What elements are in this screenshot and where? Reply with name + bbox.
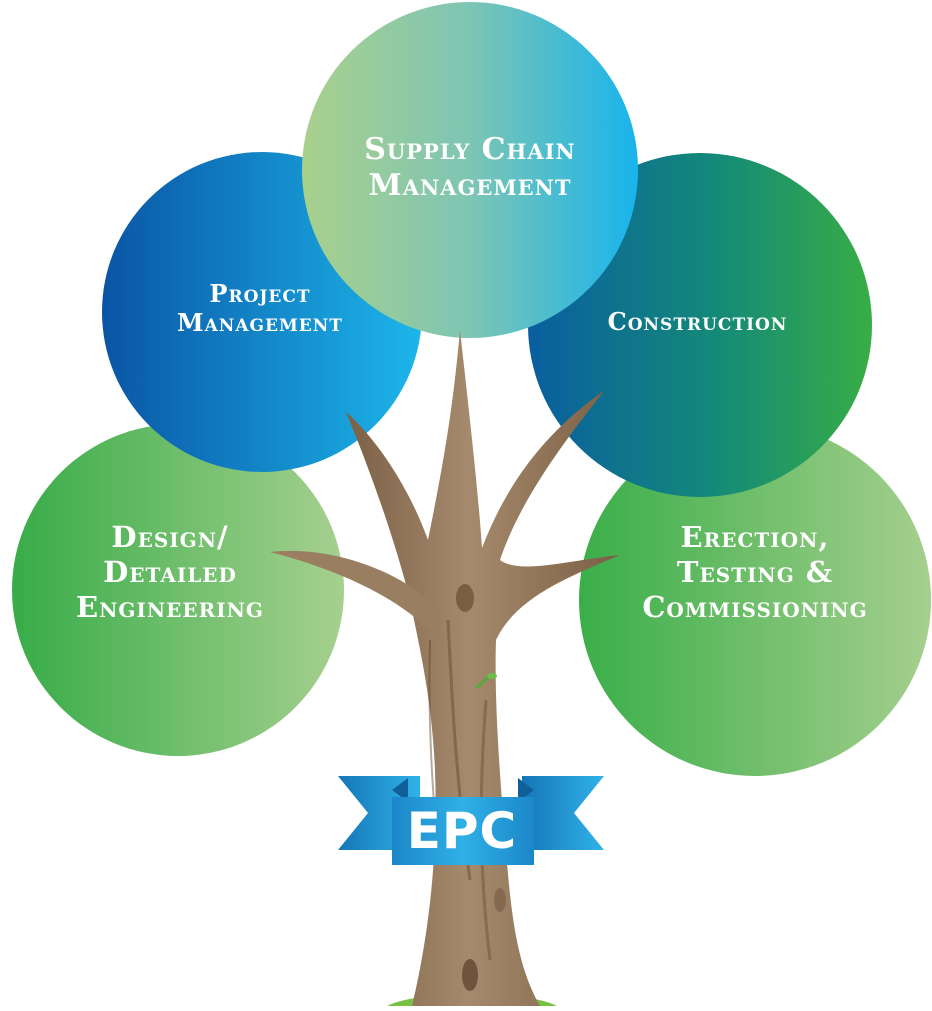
circle-supply [302,2,638,338]
label-supply-chain-management: Supply Chain Management [310,132,630,204]
label-design-detailed-engineering: Design/ Detailed Engineering [20,520,320,624]
label-design-line-2: Detailed [103,554,237,589]
label-design-line-3: Engineering [76,589,264,624]
label-construction-line-1: Construction [607,307,788,336]
circle-erection [579,424,931,776]
label-erection-line-1: Erection, [680,520,830,554]
label-erection-testing-commissioning: Erection, Testing & Commissioning [590,520,920,624]
label-project-management: Project Management [120,279,400,338]
epc-ribbon [338,776,604,865]
label-project-line-2: Management [177,307,343,337]
label-supply-line-1: Supply Chain [364,132,576,167]
label-erection-line-2: Testing & [676,554,834,589]
epc-banner-label: EPC [406,802,518,860]
circle-design [12,424,344,756]
label-erection-line-3: Commissioning [642,589,868,624]
label-project-line-1: Project [209,279,311,308]
label-construction: Construction [545,307,850,337]
label-design-line-1: Design/ [111,520,229,554]
label-supply-line-2: Management [368,168,572,203]
